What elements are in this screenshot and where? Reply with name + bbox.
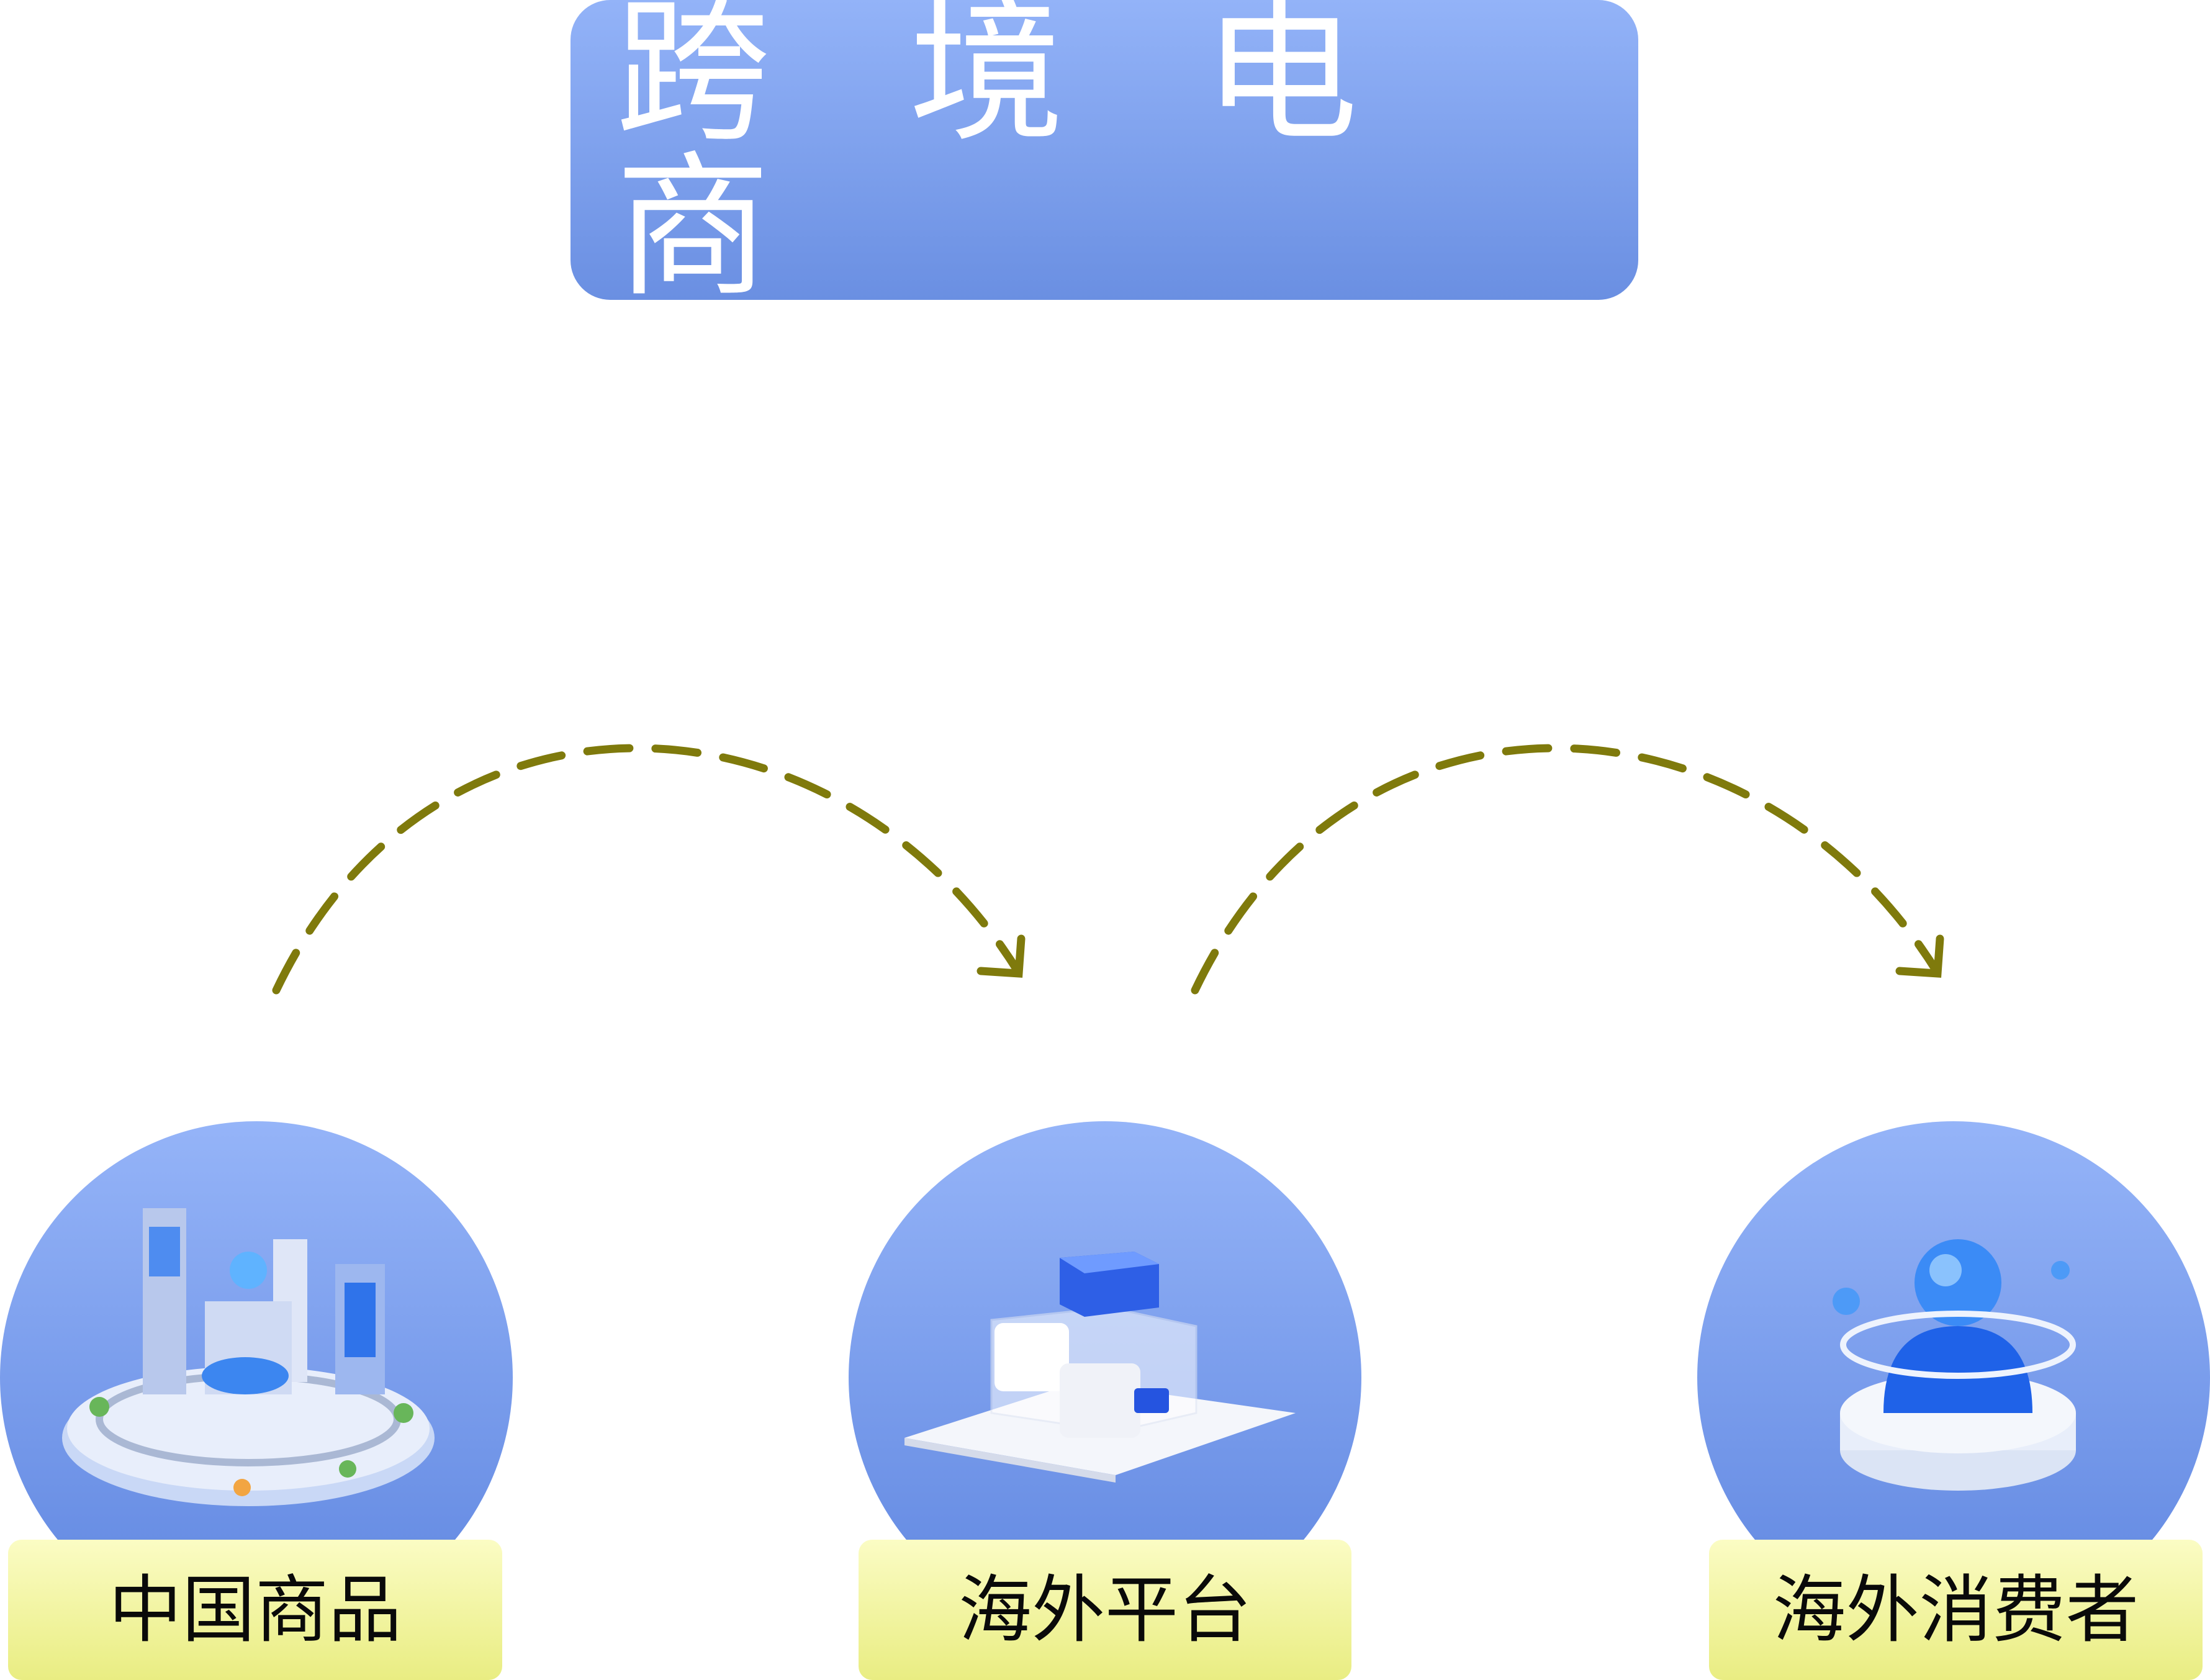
diagram-title: 跨 境 电 商 <box>615 0 1403 318</box>
city-icon <box>62 1208 435 1506</box>
node-label-overseas-consumer: 海外消费者 <box>1709 1540 2203 1680</box>
title-box: 跨 境 电 商 <box>571 0 1638 305</box>
arrow-2-head <box>1895 934 1944 978</box>
platform-cube-icon <box>904 1252 1296 1483</box>
node-label-china-goods: 中国商品 <box>8 1540 502 1680</box>
arrow-1-head <box>976 934 1026 978</box>
consumer-figure-icon <box>1833 1239 2076 1491</box>
arrow-2-curve <box>1191 744 1941 995</box>
arrow-1-curve <box>272 744 1022 995</box>
node-label-overseas-platform: 海外平台 <box>859 1540 1351 1680</box>
